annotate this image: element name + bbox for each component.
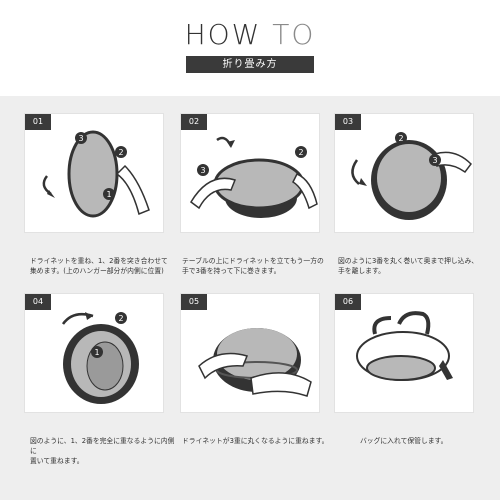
curl-arrowhead-icon xyxy=(227,140,235,148)
marker-1-icon xyxy=(103,188,115,200)
title-to: TO xyxy=(272,18,316,51)
marker-3-label: 3 xyxy=(78,134,83,143)
drying-net-shape xyxy=(67,130,119,218)
hand-icon xyxy=(434,151,472,174)
marker-3-icon xyxy=(75,132,87,144)
fold-arrowhead-icon xyxy=(85,312,93,320)
rotate-arrowhead-icon xyxy=(47,190,55,198)
step-01-caption-line1: ドライネットを重ね、1、2番を突き合わせて xyxy=(30,257,168,265)
marker-1-icon xyxy=(91,346,103,358)
step-caption-06: バッグに入れて保管します。 xyxy=(360,436,500,446)
right-hand-icon xyxy=(292,173,318,210)
bag-handle-icon xyxy=(372,316,392,335)
step-card-05: 05 xyxy=(180,293,320,413)
step-number-05: 05 xyxy=(181,294,207,310)
bag-handle-icon xyxy=(397,311,431,335)
step-03-illustration: 2 3 xyxy=(351,132,472,220)
step-card-03: 03 2 3 xyxy=(334,113,474,233)
step-number-04: 04 xyxy=(25,294,51,310)
step-04-illustration: 2 1 xyxy=(61,312,139,404)
marker-3-label: 3 xyxy=(432,156,437,165)
rotate-arrow-icon xyxy=(351,159,360,185)
marker-2-icon xyxy=(115,146,127,158)
page-title: HOW TO xyxy=(0,18,500,51)
step-05-caption-line1: ドライネットが3重に丸くなるように重ねます。 xyxy=(182,437,329,445)
step-number-01: 01 xyxy=(25,114,51,130)
marker-2-icon xyxy=(395,132,407,144)
step-caption-04: 図のように、1、2番を完全に重なるように内側に 置いて重ねます。 xyxy=(30,436,180,466)
hand-icon xyxy=(115,164,150,216)
marker-2-label: 2 xyxy=(118,314,123,323)
title-how: HOW xyxy=(184,18,262,51)
step-03-caption-line1: 図のように3番を丸く巻いて奥まで押し込み、 xyxy=(338,257,479,265)
marker-1-label: 1 xyxy=(94,348,99,357)
step-number-03: 03 xyxy=(335,114,361,130)
step-caption-05: ドライネットが3重に丸くなるように重ねます。 xyxy=(182,436,332,446)
bag-strap-icon xyxy=(439,360,453,380)
step-card-06: 06 xyxy=(334,293,474,413)
marker-3-label: 3 xyxy=(200,166,205,175)
marker-2-label: 2 xyxy=(398,134,403,143)
step-caption-01: ドライネットを重ね、1、2番を突き合わせて 集めます。(上のハンガー部分が内側に… xyxy=(30,256,180,276)
marker-2-label: 2 xyxy=(118,148,123,157)
step-card-01: 01 3 2 1 xyxy=(24,113,164,233)
folded-net-shape xyxy=(366,355,436,381)
step-02-caption-line1: テーブルの上にドライネットを立てもう一方の xyxy=(182,257,324,265)
step-04-caption-line1: 図のように、1、2番を完全に重なるように内側に xyxy=(30,437,175,455)
step-02-caption-line2: 手で3番を持って下に巻きます。 xyxy=(182,267,281,275)
subtitle-banner: 折り畳み方 xyxy=(186,56,314,73)
marker-2-icon xyxy=(115,312,127,324)
step-06-illustration xyxy=(356,311,453,381)
step-01-caption-line2: 集めます。(上のハンガー部分が内側に位置) xyxy=(30,267,164,275)
step-number-02: 02 xyxy=(181,114,207,130)
drying-net-shape xyxy=(217,328,297,380)
right-hand-icon xyxy=(250,372,312,397)
step-01-illustration: 3 2 1 xyxy=(42,130,150,218)
step-caption-03: 図のように3番を丸く巻いて奥まで押し込み、 手を離します。 xyxy=(338,256,488,276)
step-card-04: 04 2 1 xyxy=(24,293,164,413)
step-03-caption-line2: 手を離します。 xyxy=(338,267,385,275)
marker-3-icon xyxy=(429,154,441,166)
left-hand-icon xyxy=(190,177,236,210)
step-06-caption-line1: バッグに入れて保管します。 xyxy=(360,437,448,445)
step-card-02: 02 2 3 xyxy=(180,113,320,233)
step-02-illustration: 2 3 xyxy=(190,136,318,218)
marker-2-icon xyxy=(295,146,307,158)
marker-1-label: 1 xyxy=(106,190,111,199)
step-number-06: 06 xyxy=(335,294,361,310)
marker-2-label: 2 xyxy=(298,148,303,157)
step-caption-02: テーブルの上にドライネットを立てもう一方の 手で3番を持って下に巻きます。 xyxy=(182,256,332,276)
marker-3-icon xyxy=(197,164,209,176)
step-04-caption-line2: 置いて重ねます。 xyxy=(30,457,84,465)
drying-net-shape xyxy=(377,144,441,212)
step-05-illustration xyxy=(198,328,312,397)
left-hand-icon xyxy=(198,352,249,380)
rotate-arrowhead-icon xyxy=(359,178,367,186)
